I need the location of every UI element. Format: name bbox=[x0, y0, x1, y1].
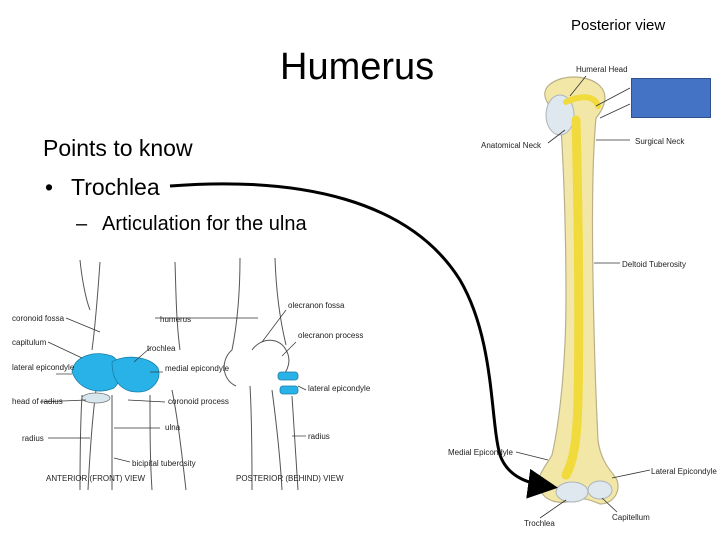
humerus-marrow-upper bbox=[563, 94, 601, 109]
posterior-lateral-surface-upper bbox=[277, 371, 299, 381]
bullet-articulation: –Articulation for the ulna bbox=[76, 210, 307, 238]
bullet-subtext: Articulation for the ulna bbox=[102, 213, 307, 235]
anterior-trochlea bbox=[111, 356, 160, 393]
label-capitellum: Capitellum bbox=[612, 513, 650, 522]
trochlea-arrow bbox=[169, 182, 558, 499]
humerus-illustration: Humeral Head Anatomical Neck Surgical Ne… bbox=[448, 65, 717, 528]
label-olecranon-fossa: olecranon fossa bbox=[288, 301, 345, 310]
label-lateral-epicondyle-posterior: lateral epicondyle bbox=[308, 384, 371, 393]
capitellum-surface bbox=[587, 480, 613, 500]
blue-rectangle[interactable] bbox=[631, 78, 711, 118]
bullet-dot-icon: • bbox=[45, 174, 54, 200]
label-medial-epicondyle-elbow: medial epicondyle bbox=[165, 364, 230, 373]
label-anatomical-neck: Anatomical Neck bbox=[481, 141, 542, 150]
label-radius-anterior: radius bbox=[22, 434, 44, 443]
bullet-trochlea: • Trochlea bbox=[45, 172, 160, 202]
trochlea-surface bbox=[555, 481, 589, 503]
label-ulna: ulna bbox=[165, 423, 181, 432]
label-coronoid-process: coronoid process bbox=[168, 397, 229, 406]
label-anterior-view: ANTERIOR (FRONT) VIEW bbox=[46, 474, 146, 483]
label-radius-posterior: radius bbox=[308, 432, 330, 441]
label-surgical-neck: Surgical Neck bbox=[635, 137, 685, 146]
label-trochlea: Trochlea bbox=[524, 519, 555, 528]
view-caption: Posterior view bbox=[571, 17, 666, 34]
humeral-head-highlight bbox=[545, 94, 575, 136]
label-humeral-head: Humeral Head bbox=[576, 65, 628, 74]
label-deltoid-tuberosity: Deltoid Tuberosity bbox=[622, 260, 686, 269]
label-lateral-epicondyle-anterior: lateral epicondyle bbox=[12, 363, 75, 372]
posterior-lateral-surface-lower bbox=[279, 385, 299, 395]
anterior-radius-head bbox=[81, 392, 111, 404]
label-medial-epicondyle: Medial Epicondyle bbox=[448, 448, 513, 457]
label-capitulum: capitulum bbox=[12, 338, 47, 347]
humerus-marrow bbox=[561, 115, 584, 480]
dash-icon: – bbox=[76, 213, 88, 235]
slide-title: Humerus bbox=[280, 46, 435, 88]
label-humerus: humerus bbox=[160, 315, 191, 324]
label-head-of-radius: head of radius bbox=[12, 397, 63, 406]
label-olecranon-process: olecranon process bbox=[298, 331, 363, 340]
label-posterior-view: POSTERIOR (BEHIND) VIEW bbox=[236, 474, 344, 483]
points-heading: Points to know bbox=[43, 135, 193, 161]
bullet-text: Trochlea bbox=[71, 174, 160, 200]
label-coronoid-fossa: coronoid fossa bbox=[12, 314, 65, 323]
label-bicipital-tuberosity: bicipital tuberosity bbox=[132, 459, 196, 468]
label-trochlea-elbow: trochlea bbox=[147, 344, 176, 353]
elbow-illustration: coronoid fossa humerus capitulum trochle… bbox=[12, 257, 371, 491]
label-lateral-epicondyle: Lateral Epicondyle bbox=[651, 467, 717, 476]
